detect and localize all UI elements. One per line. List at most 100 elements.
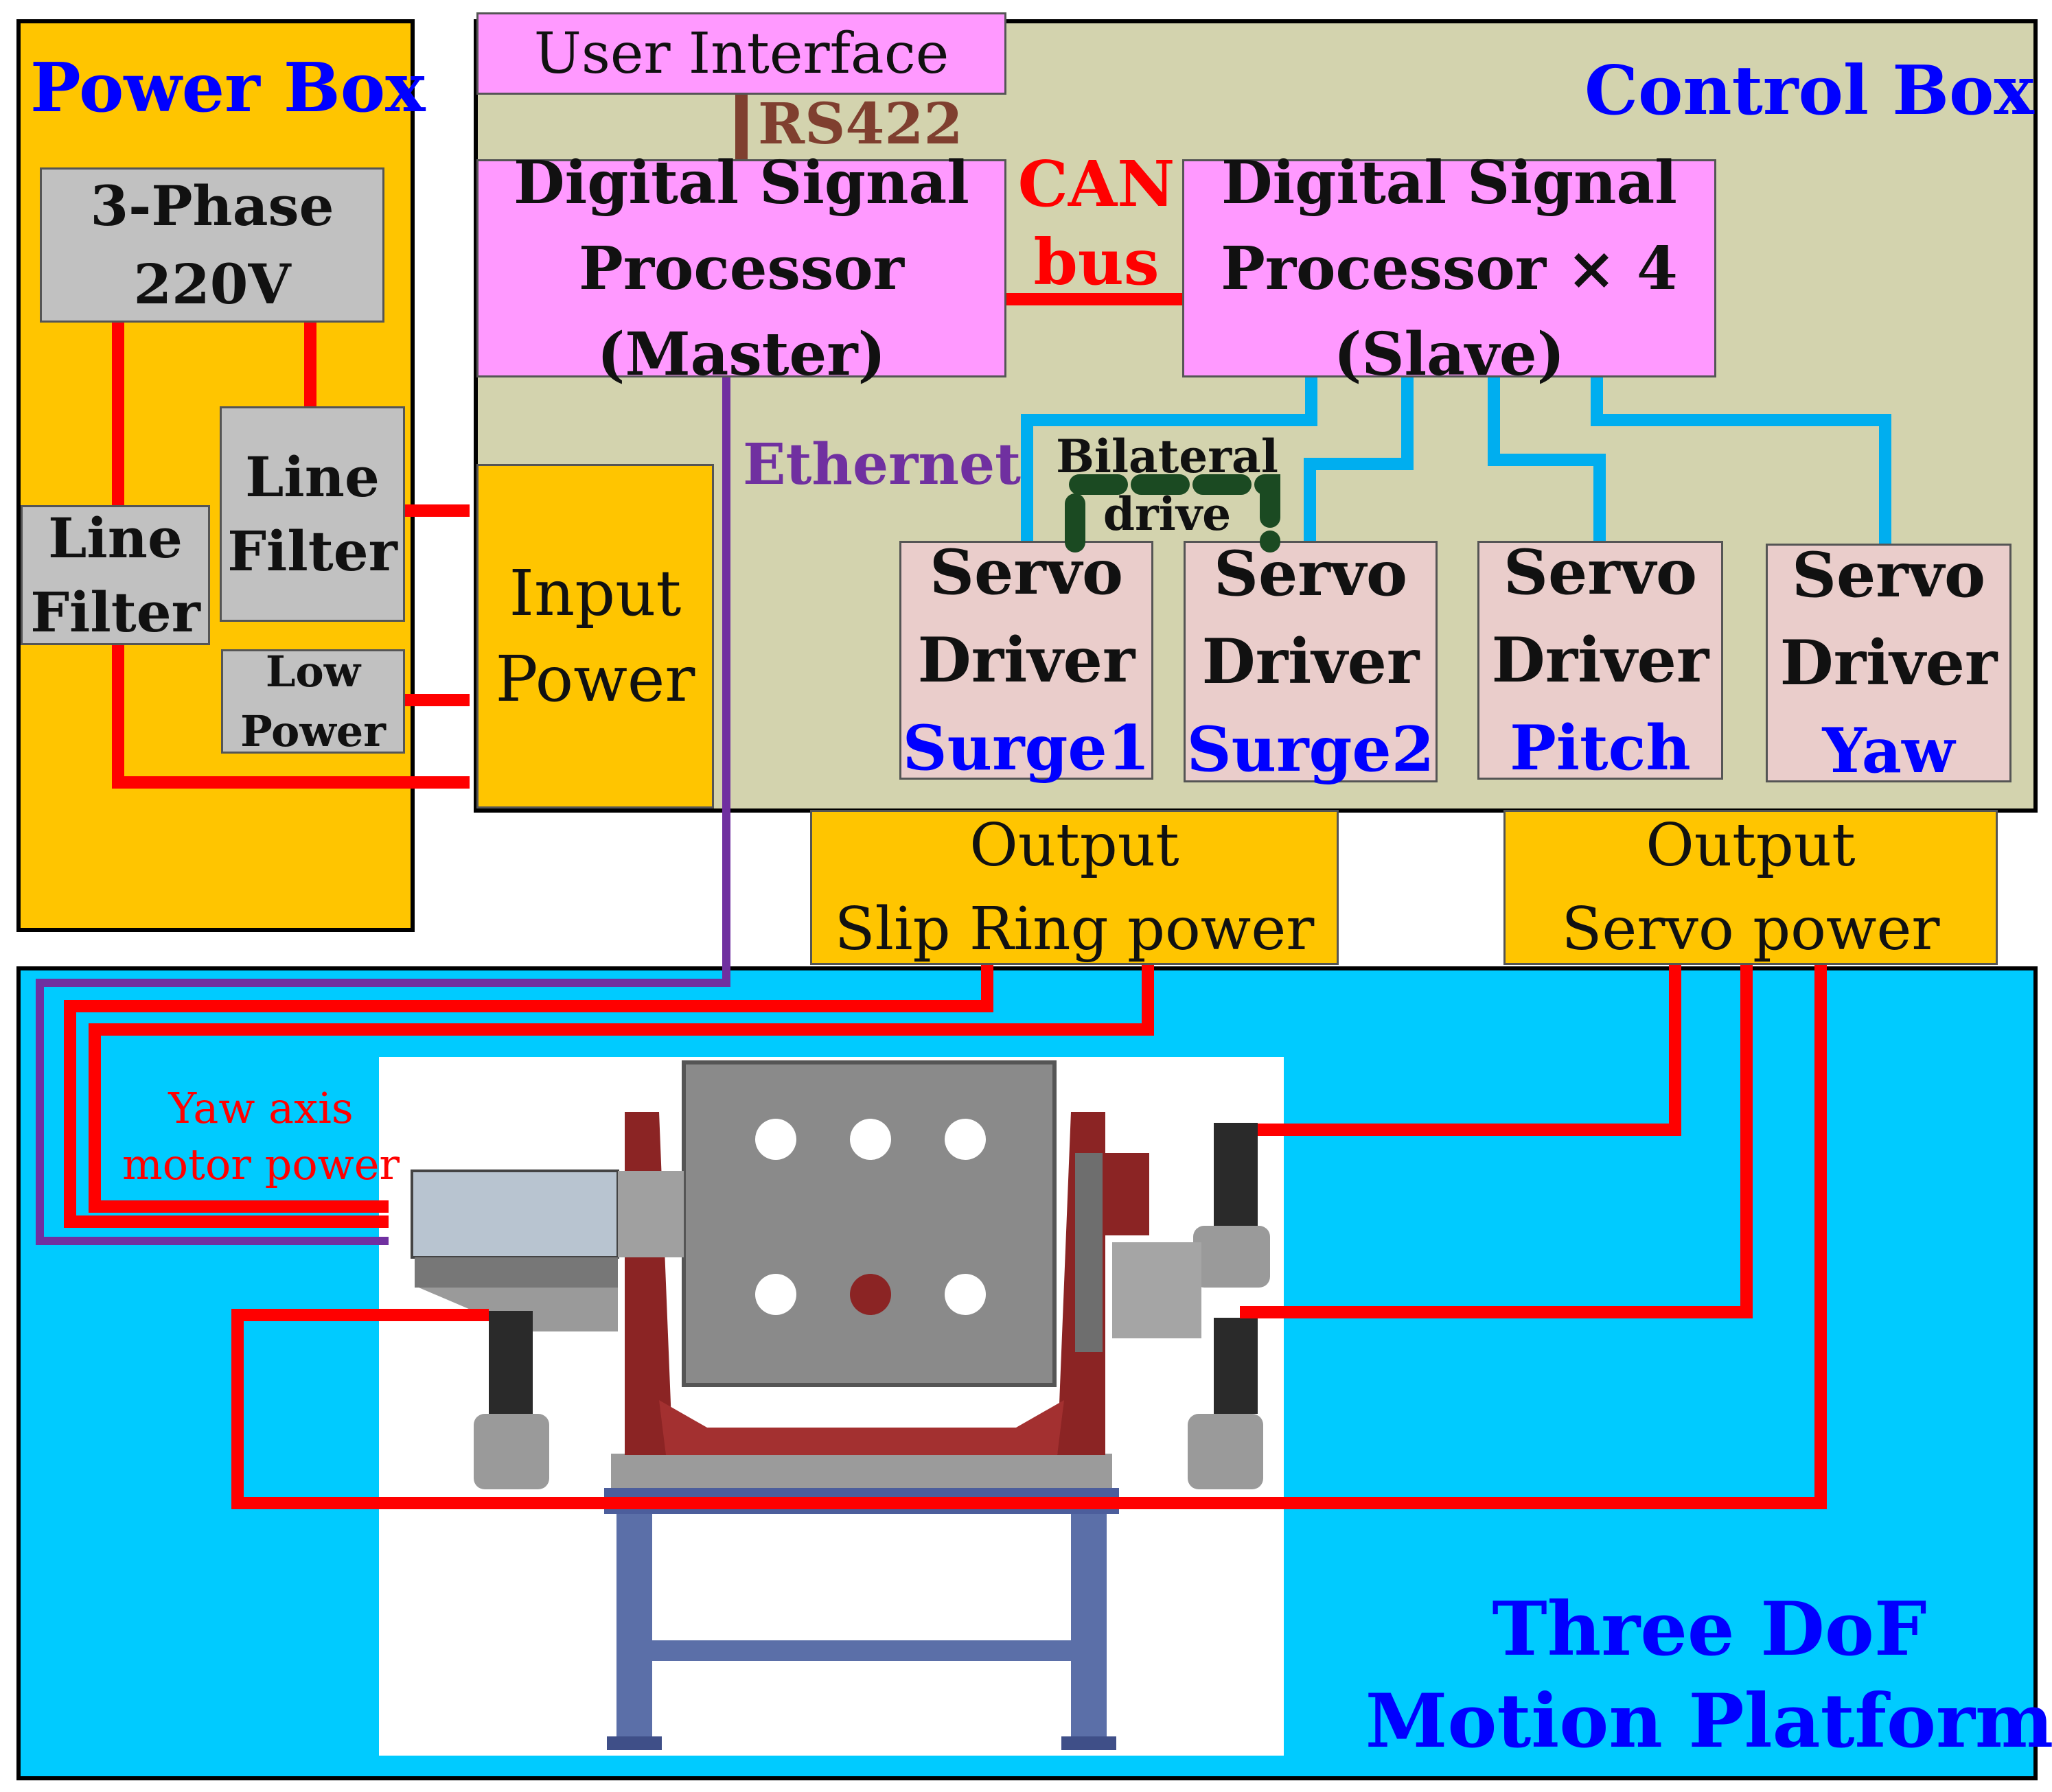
output-servo-line1: Output <box>1646 811 1856 880</box>
bilateral-drive-label: Bilateral drive <box>1056 430 1278 541</box>
output-servo-box: Output Servo power <box>1503 810 1998 965</box>
cabin-hole-1 <box>755 1119 796 1160</box>
motor-right-top <box>1214 1123 1258 1226</box>
input-power-box: Input Power <box>476 464 714 808</box>
ethernet-label: Ethernet <box>743 432 1022 498</box>
low-power-box: Low Power <box>221 647 405 756</box>
rs422-label: RS422 <box>758 91 963 157</box>
servo-surge1-line1: Servo <box>930 536 1123 609</box>
user-interface-label: User Interface <box>533 21 949 86</box>
actuator-base <box>415 1257 618 1288</box>
wire-slip-ring-2 <box>89 965 1154 1213</box>
line-filter-b-line2: Filter <box>227 519 397 583</box>
cradle <box>659 1400 1064 1455</box>
yaw-motor-power-label: Yaw axis motor power <box>110 1087 412 1186</box>
servo-yaw-axis: Yaw <box>1822 714 1955 787</box>
platform-title: Three DoF Motion Platform <box>1365 1586 2052 1758</box>
yaw-motor-power-line2: motor power <box>122 1139 400 1189</box>
user-interface-box: User Interface <box>476 12 1006 95</box>
servo-pitch-axis: Pitch <box>1510 712 1691 784</box>
servo-driver-pitch: Servo Driver Pitch <box>1477 536 1723 784</box>
motor-right-bottom <box>1214 1318 1258 1414</box>
dsp-master-line1: Digital Signal <box>514 148 969 218</box>
stand-foot-left <box>607 1736 662 1750</box>
dsp-slave-line1: Digital Signal <box>1221 148 1677 218</box>
wire-slave-to-surge1 <box>1021 377 1317 541</box>
actuator-coupling <box>618 1171 684 1257</box>
line-filter-b-box: Line Filter <box>220 406 405 622</box>
gearbox-left <box>474 1414 549 1489</box>
stand-leg-left <box>616 1488 652 1749</box>
servo-surge2-line1: Servo <box>1214 537 1407 610</box>
servo-driver-yaw: Servo Driver Yaw <box>1766 539 2011 787</box>
gearbox-right-bottom <box>1188 1414 1263 1489</box>
wire-slave-to-yaw <box>1591 377 1891 544</box>
can-bus-line2: bus <box>1033 225 1160 299</box>
servo-yaw-line2: Driver <box>1779 627 1998 699</box>
wire-ethernet-a <box>36 377 730 1245</box>
platform-title-line2: Motion Platform <box>1365 1678 2052 1765</box>
line-filter-a-line2: Filter <box>30 580 200 644</box>
servo-driver-surge2: Servo Driver Surge2 <box>1184 537 1438 786</box>
servo-surge2-axis: Surge2 <box>1186 713 1435 786</box>
output-slip-ring-box: Output Slip Ring power <box>810 810 1339 965</box>
wire-slave-to-pitch <box>1488 377 1606 541</box>
cabin-hole-6 <box>945 1274 986 1315</box>
motor-left <box>489 1311 533 1414</box>
stand-foot-right <box>1061 1736 1116 1750</box>
platform-title-line1: Three DoF <box>1492 1586 1927 1673</box>
wire-slip-ring-1 <box>64 965 993 1228</box>
input-power-line1: Input <box>509 557 682 630</box>
servo-surge1-line2: Driver <box>917 624 1135 697</box>
servo-driver-surge1: Servo Driver Surge1 <box>899 536 1153 784</box>
control-box-title: Control Box <box>1584 51 2034 130</box>
pitch-reducer <box>1112 1242 1201 1338</box>
actuator-mount <box>419 1288 618 1331</box>
low-power-line2: Power <box>240 706 386 756</box>
cabin-hole-3 <box>945 1119 986 1160</box>
cabin-body <box>682 1060 1057 1387</box>
gearbox-right-top <box>1193 1226 1270 1288</box>
dsp-master-box: Digital Signal Processor (Master) <box>476 148 1006 389</box>
power-box-title: Power Box <box>30 49 426 128</box>
servo-signal-wiring <box>1021 377 1891 544</box>
base-frame <box>611 1454 1112 1488</box>
motion-platform-illustration <box>411 1060 1270 1750</box>
stand-leg-right <box>1071 1488 1107 1749</box>
wire-servo-to-pitch-motor <box>1240 965 1753 1318</box>
line-filter-a-box: Line Filter <box>21 505 210 645</box>
dsp-slave-line3: (Slave) <box>1333 319 1565 389</box>
bilateral-drive-line1: Bilateral <box>1056 430 1278 483</box>
low-power-line1: Low <box>265 647 361 697</box>
dsp-slave-box: Digital Signal Processor × 4 (Slave) <box>1182 148 1716 389</box>
three-phase-line2: 220V <box>133 252 291 316</box>
pitch-gear <box>1075 1153 1103 1352</box>
dsp-master-line3: (Master) <box>597 319 886 389</box>
dsp-master-line2: Processor <box>579 233 904 303</box>
cabin-hole-5 <box>850 1274 891 1315</box>
stand-cross-beam <box>645 1640 1078 1661</box>
power-wiring <box>112 323 470 789</box>
wire-servo-to-yaw-motor <box>1258 965 1681 1136</box>
servo-yaw-line1: Servo <box>1792 539 1985 612</box>
line-filter-b-line1: Line <box>245 445 380 509</box>
output-slip-ring-line1: Output <box>969 811 1179 880</box>
servo-pitch-line1: Servo <box>1503 536 1697 609</box>
three-phase-220v-box: 3-Phase 220V <box>40 167 384 323</box>
wire-filter-a-to-input <box>112 645 470 789</box>
input-power-line2: Power <box>495 642 695 716</box>
output-servo-line2: Servo power <box>1561 895 1940 964</box>
servo-pitch-line2: Driver <box>1491 624 1709 697</box>
line-filter-a-line1: Line <box>48 506 183 570</box>
yaw-motor-power-line1: Yaw axis <box>168 1083 354 1133</box>
output-slip-ring-line2: Slip Ring power <box>834 895 1315 964</box>
pitch-hub <box>1105 1153 1149 1235</box>
ethernet-wiring <box>36 377 730 1245</box>
bilateral-drive-dash <box>1065 474 1280 552</box>
cabin-hole-4 <box>755 1274 796 1315</box>
linear-actuator <box>411 1170 619 1259</box>
output-power-wiring <box>64 965 1827 1509</box>
wire-slave-to-surge2 <box>1304 377 1414 541</box>
bilateral-drive-line2: drive <box>1103 487 1232 541</box>
